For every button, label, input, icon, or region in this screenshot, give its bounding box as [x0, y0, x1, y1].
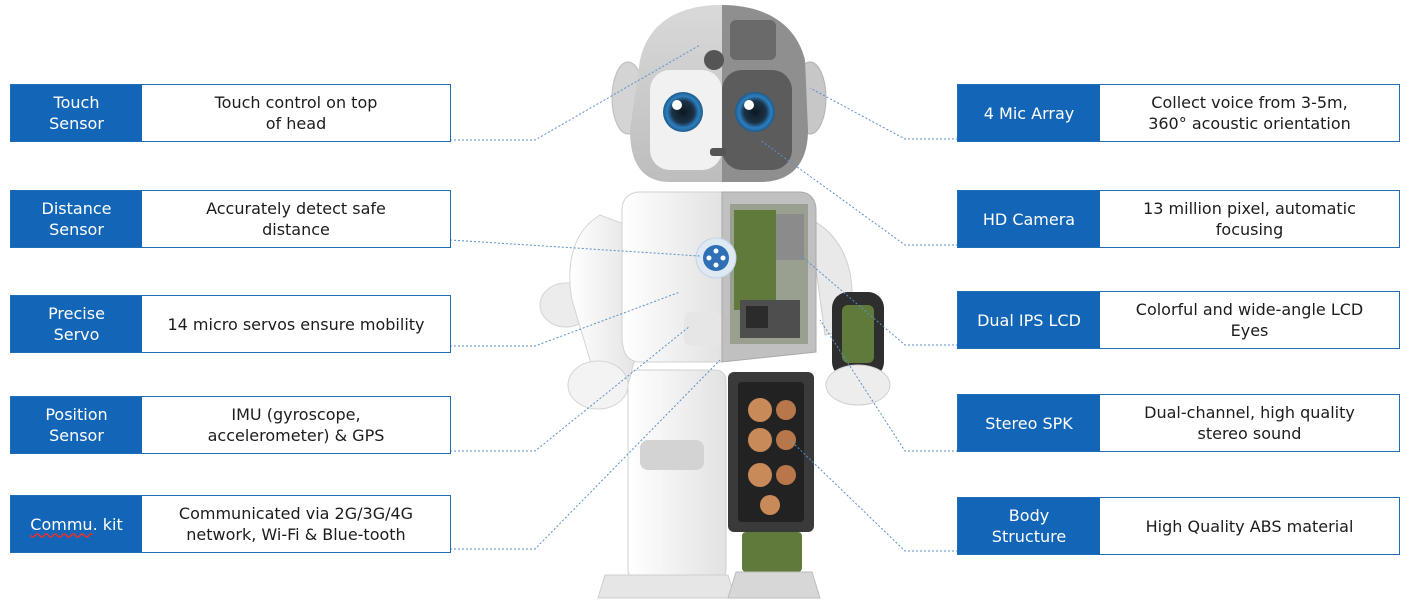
feature-card-hd-camera: HD Camera 13 million pixel, automatic fo…	[957, 190, 1400, 248]
feature-desc-mic-array: Collect voice from 3-5m, 360° acoustic o…	[1148, 93, 1351, 133]
feature-desc-hd-camera: 13 million pixel, automatic focusing	[1143, 199, 1356, 239]
feature-card-dual-ips-lcd: Dual IPS LCD Colorful and wide-angle LCD…	[957, 291, 1400, 349]
feature-card-precise-servo: Precise Servo 14 micro servos ensure mob…	[10, 295, 451, 353]
feature-label-commu-kit-underlined: Commu	[30, 514, 93, 534]
robot-left-leg	[597, 369, 736, 599]
robot-torso	[621, 191, 817, 363]
robot-right-leg-internals	[727, 372, 821, 599]
feature-label-position-sensor: Position Sensor	[11, 397, 142, 453]
feature-card-touch-sensor: Touch Sensor Touch control on top of hea…	[10, 84, 451, 142]
feature-label-dual-ips-lcd: Dual IPS LCD	[958, 292, 1100, 348]
feature-desc-stereo-spk: Dual-channel, high quality stereo sound	[1144, 403, 1355, 443]
feature-label-body-structure: Body Structure	[958, 498, 1100, 554]
feature-card-stereo-spk: Stereo SPK Dual-channel, high quality st…	[957, 394, 1400, 452]
feature-label-commu-kit-rest: . kit	[92, 514, 123, 534]
feature-desc-body-structure: High Quality ABS material	[1145, 516, 1354, 536]
chest-logo-icon	[703, 245, 729, 271]
feature-card-mic-array: 4 Mic Array Collect voice from 3-5m, 360…	[957, 84, 1400, 142]
feature-desc-position-sensor: IMU (gyroscope, accelerometer) & GPS	[207, 405, 385, 445]
feature-label-stereo-spk: Stereo SPK	[958, 395, 1100, 451]
feature-desc-touch-sensor: Touch control on top of head	[214, 93, 378, 133]
robot-head	[611, 5, 827, 182]
feature-desc-dual-ips-lcd: Colorful and wide-angle LCD Eyes	[1135, 300, 1364, 340]
feature-label-hd-camera: HD Camera	[958, 191, 1100, 247]
feature-card-commu-kit: Commu. kit Communicated via 2G/3G/4G net…	[10, 495, 451, 553]
feature-label-commu-kit: Commu. kit	[11, 496, 142, 552]
feature-label-touch-sensor: Touch Sensor	[11, 85, 142, 141]
feature-desc-distance-sensor: Accurately detect safe distance	[206, 199, 386, 239]
feature-card-distance-sensor: Distance Sensor Accurately detect safe d…	[10, 190, 451, 248]
feature-label-precise-servo: Precise Servo	[11, 296, 142, 352]
feature-label-mic-array: 4 Mic Array	[958, 85, 1100, 141]
feature-label-distance-sensor: Distance Sensor	[11, 191, 142, 247]
feature-desc-precise-servo: 14 micro servos ensure mobility	[167, 314, 425, 334]
feature-card-position-sensor: Position Sensor IMU (gyroscope, accelero…	[10, 396, 451, 454]
feature-card-body-structure: Body Structure High Quality ABS material	[957, 497, 1400, 555]
feature-desc-commu-kit: Communicated via 2G/3G/4G network, Wi-Fi…	[178, 504, 414, 544]
